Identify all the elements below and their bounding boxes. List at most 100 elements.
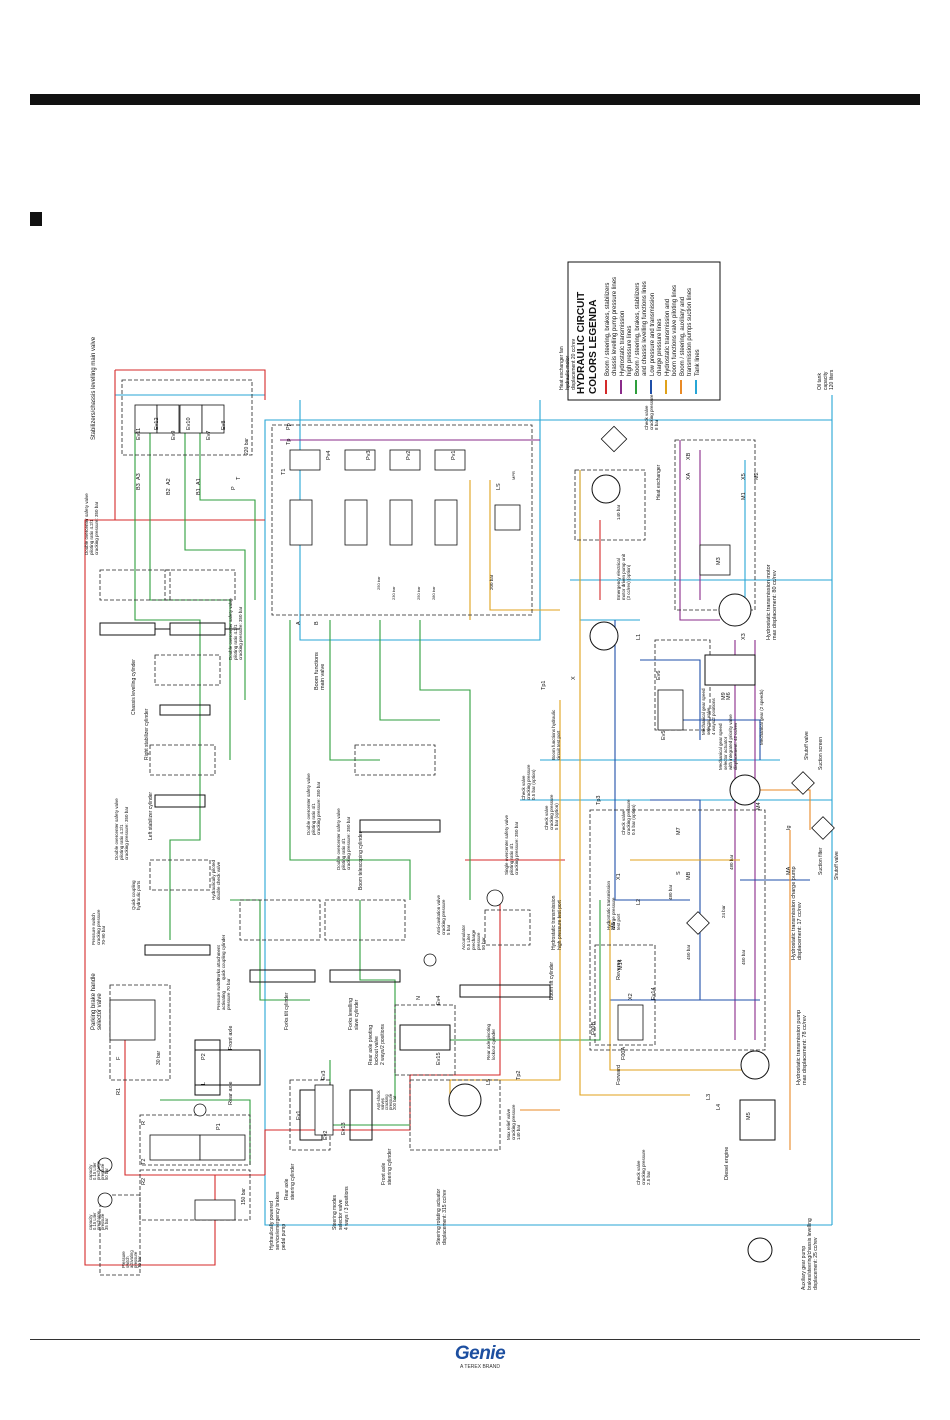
port-code: M14	[618, 959, 624, 970]
schematic-label: cracking pressure: 350 bar	[124, 806, 129, 860]
schematic-label: Boom lift cylinder	[549, 962, 555, 1000]
port-code: Ev11	[136, 428, 142, 440]
schematic-label: 150 bar	[241, 1188, 247, 1205]
port-code: XA	[686, 472, 692, 480]
schematic-label: Heat exchanger fan	[559, 346, 565, 390]
port-code: Ev9	[171, 431, 177, 440]
schematic-label: Check valve	[636, 1160, 641, 1185]
port-code: LS	[496, 483, 502, 490]
port-code: Ev4	[436, 996, 442, 1005]
schematic-label: 0.15 Liter	[92, 1162, 97, 1180]
brand-tagline: A TEREX BRAND	[460, 1364, 500, 1370]
legend-title-2: COLORS LEGENDA	[588, 300, 599, 394]
schematic-label: Accumulator	[461, 924, 466, 950]
legend-item-text: high pressure lines	[627, 326, 633, 376]
schematic-label: Hydrostatic transmission charge pump	[791, 866, 797, 960]
schematic-label: 5 bar	[446, 924, 451, 935]
low-pressure-lines	[610, 620, 810, 1001]
pressure-lines	[84, 369, 601, 1266]
schematic-label: Pressure switch	[216, 978, 221, 1010]
port-code: A2	[166, 478, 172, 485]
schematic-label: selector valve	[338, 1199, 344, 1230]
schematic-label: cracking pressure: 350 bar	[346, 816, 351, 870]
schematic-label: 5 bar (option)	[554, 803, 559, 830]
port-code: M4	[756, 802, 762, 810]
schematic-label: service/emergency brakes	[275, 1191, 281, 1250]
schematic-label: Reverse	[616, 960, 622, 980]
port-code: Ev6	[656, 671, 662, 680]
schematic-label: precharge	[96, 1160, 101, 1180]
schematic-label: cracking	[384, 1094, 389, 1110]
port-code: X	[571, 676, 577, 680]
schematic-label: double check valve	[216, 861, 221, 900]
schematic-label: 4 ways / 3 positions	[344, 1186, 350, 1230]
schematic-label: pressure	[100, 1163, 105, 1180]
schematic-label: Hydrostatic transmission	[551, 895, 557, 950]
legend-item-text: Boom / steering, brakes, stabilizers	[635, 283, 641, 376]
port-code: Ev2	[323, 1131, 329, 1140]
schematic-label: selector actuator	[723, 736, 728, 770]
schematic-label: 140 bar	[516, 1124, 521, 1140]
schematic-label: capacity	[823, 371, 829, 390]
schematic-label: Parking brake handle	[91, 973, 97, 1030]
port-code: Ev12	[154, 417, 160, 430]
schematic-label: pressure	[100, 1213, 105, 1230]
schematic-label: Forks tilt cylinder	[284, 992, 290, 1030]
port-code: T2	[141, 1159, 147, 1165]
legend-item-text: Hydrostatic transmission	[620, 311, 626, 376]
port-code: L	[201, 1082, 207, 1085]
port-code: M6	[726, 692, 732, 700]
schematic-label: Forks levelling	[348, 998, 354, 1030]
schematic-label: cracking pressure: 350 bar	[514, 821, 519, 875]
schematic-label: Rear axle pivoting	[486, 1023, 491, 1060]
schematic-label: charge pressure	[611, 897, 616, 930]
port-code: MB	[686, 871, 692, 880]
schematic-label: Auxiliary gear pump	[801, 1246, 807, 1290]
port-code: P2	[201, 1053, 207, 1060]
schematic-label: quick coupling cylinder	[221, 934, 226, 980]
port-code: M1	[741, 492, 747, 500]
schematic-label: Mechanical gear speed	[718, 723, 723, 770]
suction-lines	[520, 789, 811, 1150]
schematic-label: hydraulic motor	[565, 355, 571, 390]
schematic-label: Quick coupling	[131, 880, 136, 910]
genie-logo: Genie A TEREX BRAND	[440, 1344, 520, 1371]
schematic-label: Front axle	[228, 1026, 234, 1050]
port-code: Ev14	[651, 987, 657, 1000]
port-code: B	[314, 621, 320, 625]
port-code: A1	[196, 478, 202, 485]
header-bar	[30, 94, 920, 105]
schematic-label: displacement 20 cc/rev	[571, 338, 577, 390]
schematic-label: Oil tank	[817, 373, 823, 390]
schematic-label: Pressure switch	[91, 913, 96, 945]
schematic-label: 35 bar	[104, 1218, 109, 1230]
schematic-label: piloting ratio 4.2/1	[89, 519, 94, 555]
port-code: M8	[611, 922, 617, 930]
schematic-label: capacity	[88, 1214, 93, 1230]
schematic-label: max displacement: 80 cc/rev	[772, 570, 778, 640]
schematic-label: cracking pressure: 350 bar	[316, 781, 321, 835]
schematic-label: steering cylinder	[387, 1148, 393, 1185]
schematic-label: slave cylinder	[354, 999, 360, 1030]
pumps-motors	[194, 474, 776, 1263]
schematic-label: displacement: 42 cc/rev	[733, 722, 738, 770]
schematic-label: 2 ways/2 positions	[380, 1024, 386, 1065]
legend-item-text: transmission pumps suction lines	[687, 288, 693, 376]
port-code: Ev15	[436, 1052, 442, 1065]
schematic-label: 24 bar	[721, 905, 726, 918]
legend-item-text: Boom / steering, brakes, stabilizers	[605, 283, 611, 376]
brand-name: Genie	[454, 1343, 506, 1364]
schematic-label: max displacement: 78 cc/rev	[802, 1015, 808, 1085]
schematic-label: activating	[129, 1250, 134, 1268]
schematic-label: Single overcenter safety valve	[504, 814, 509, 875]
schematic-label: Hydrostatic transmission	[606, 880, 611, 930]
schematic-label: displacement: 17 cc/rev	[797, 902, 803, 960]
legend-title-1: HYDRAULIC CIRCUIT	[576, 292, 587, 394]
schematic-label: Heat exchanger	[656, 464, 662, 500]
port-code: L2	[636, 899, 642, 905]
schematic-label: Steering rotating actuator	[436, 1189, 442, 1245]
port-code: Ev13	[341, 1122, 347, 1135]
schematic-label: Max relief valve	[506, 1108, 511, 1140]
schematic-label: Double overcenter safety valve	[228, 598, 233, 660]
